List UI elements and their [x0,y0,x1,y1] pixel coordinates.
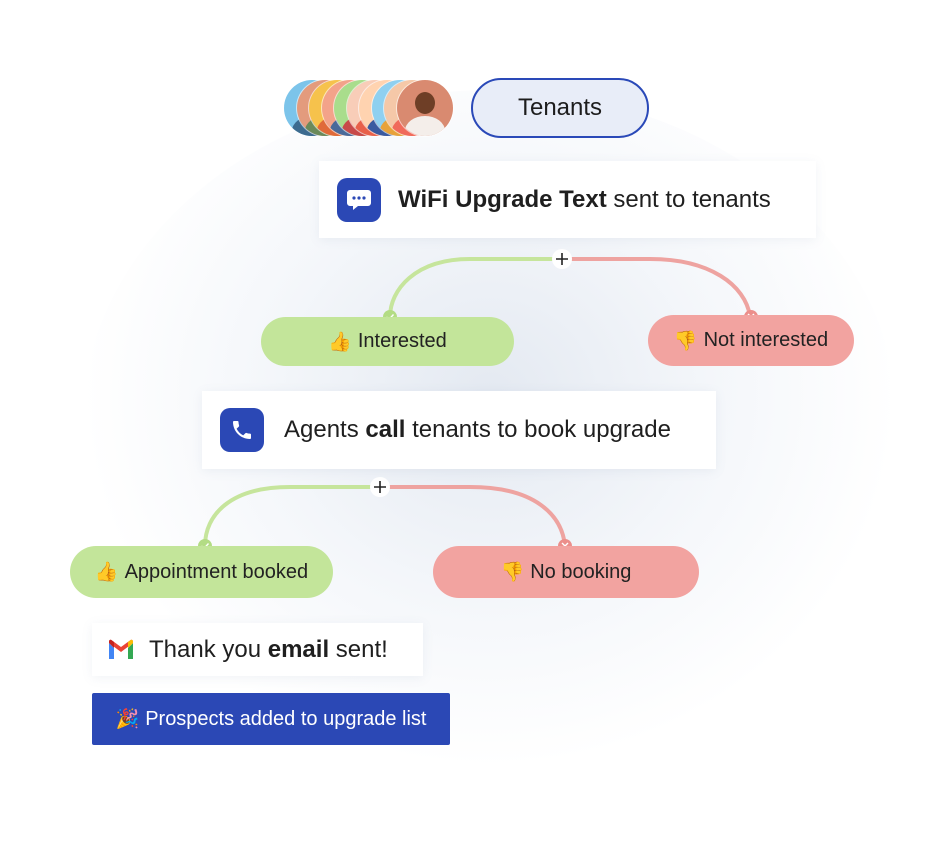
branch2-yes-connector [203,485,380,547]
branch1-yes-label: Interested [357,330,447,352]
result-banner[interactable]: 🎉 Prospects added to upgrade list [92,693,450,745]
branch2-plus-icon [370,477,390,497]
audience-label: Tenants [517,94,603,121]
step-sms-text: WiFi Upgrade Text sent to tenants [398,186,771,214]
thumbs-down-icon: 👎 [500,562,525,583]
chat-bubble-icon [337,177,381,222]
branch1-yes-pill[interactable]: 👍 Interested [261,317,514,366]
step-call-bold: call [365,416,406,443]
branch1-no-connector [562,257,752,317]
branch1-no-label: Not interested [703,329,829,351]
avatar [396,80,453,136]
thumbs-down-icon: 👎 [673,330,698,352]
branch2-no-connector [380,485,567,547]
step-email-card[interactable]: Thank you email sent! [92,623,423,676]
branch2-yes-label: Appointment booked [124,560,309,583]
branch2-no-pill[interactable]: 👎 No booking [433,546,699,598]
result-label: Prospects added to upgrade list [145,707,427,730]
branch1-yes-connector [388,257,562,318]
step-call-rest: tenants to book upgrade [405,416,671,443]
branch1-plus-icon [552,249,572,269]
step-email-rest: sent! [329,635,388,663]
phone-icon [220,408,264,452]
thumbs-up-icon: 👍 [328,331,352,353]
step-call-pre: Agents [284,416,366,443]
step-call-card[interactable]: Agents call tenants to book upgrade [202,391,716,469]
branch1-no-pill[interactable]: 👎 Not interested [648,315,854,366]
step-sms-rest: sent to tenants [606,185,771,213]
tenant-avatar-stack [284,80,456,138]
step-sms-card[interactable]: WiFi Upgrade Text sent to tenants [319,161,816,238]
step-call-text: Agents call tenants to book upgrade [284,416,671,444]
step-email-bold: email [267,635,330,663]
gmail-icon [107,639,135,661]
step-email-text: Thank you email sent! [149,636,388,664]
step-sms-bold: WiFi Upgrade Text [398,185,607,213]
party-popper-icon: 🎉 [115,709,140,730]
step-email-pre: Thank you [149,635,268,663]
thumbs-up-icon: 👍 [94,562,119,583]
audience-pill[interactable]: Tenants [471,78,649,138]
branch2-no-label: No booking [530,560,632,583]
branch2-yes-pill[interactable]: 👍 Appointment booked [70,546,333,598]
